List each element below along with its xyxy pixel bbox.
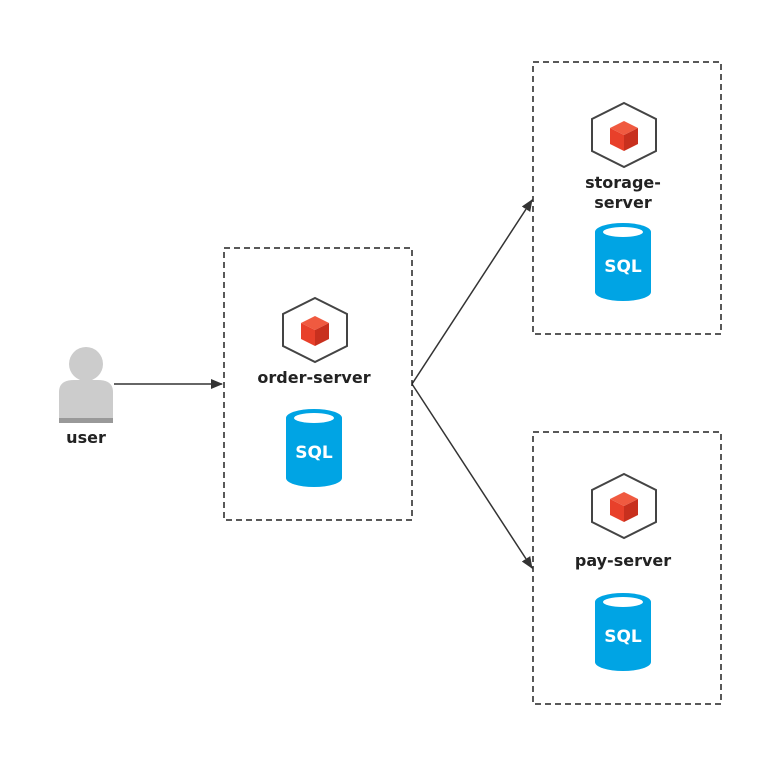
user-icon (59, 347, 113, 423)
sql-database-icon: SQL (286, 409, 342, 487)
storage-server-label-line1: storage- (585, 173, 661, 192)
storage-server-boundary (532, 61, 722, 335)
cube-icon (591, 101, 657, 169)
sql-label: SQL (295, 443, 333, 463)
sql-label: SQL (604, 627, 642, 647)
user-label: user (66, 428, 106, 447)
edges (114, 199, 533, 569)
storage-server-label-line2: server (594, 193, 652, 212)
cube-icon (282, 296, 348, 364)
pay-server-label: pay-server (575, 551, 671, 570)
order-server-label: order-server (257, 368, 370, 387)
sql-database-icon: SQL (595, 593, 651, 671)
pay-server-node: pay-server SQL (532, 431, 722, 705)
sql-label: SQL (604, 257, 642, 277)
order-server-node: order-server SQL (223, 247, 413, 521)
cube-icon (591, 472, 657, 540)
edge-order-server-to-pay-server (411, 383, 533, 569)
order-server-boundary (223, 247, 413, 521)
storage-server-node: storage- server SQL (532, 61, 722, 335)
pay-server-boundary (532, 431, 722, 705)
sql-database-icon: SQL (595, 223, 651, 301)
user-node: user (59, 347, 113, 447)
edge-order-server-to-storage-server (411, 199, 533, 385)
